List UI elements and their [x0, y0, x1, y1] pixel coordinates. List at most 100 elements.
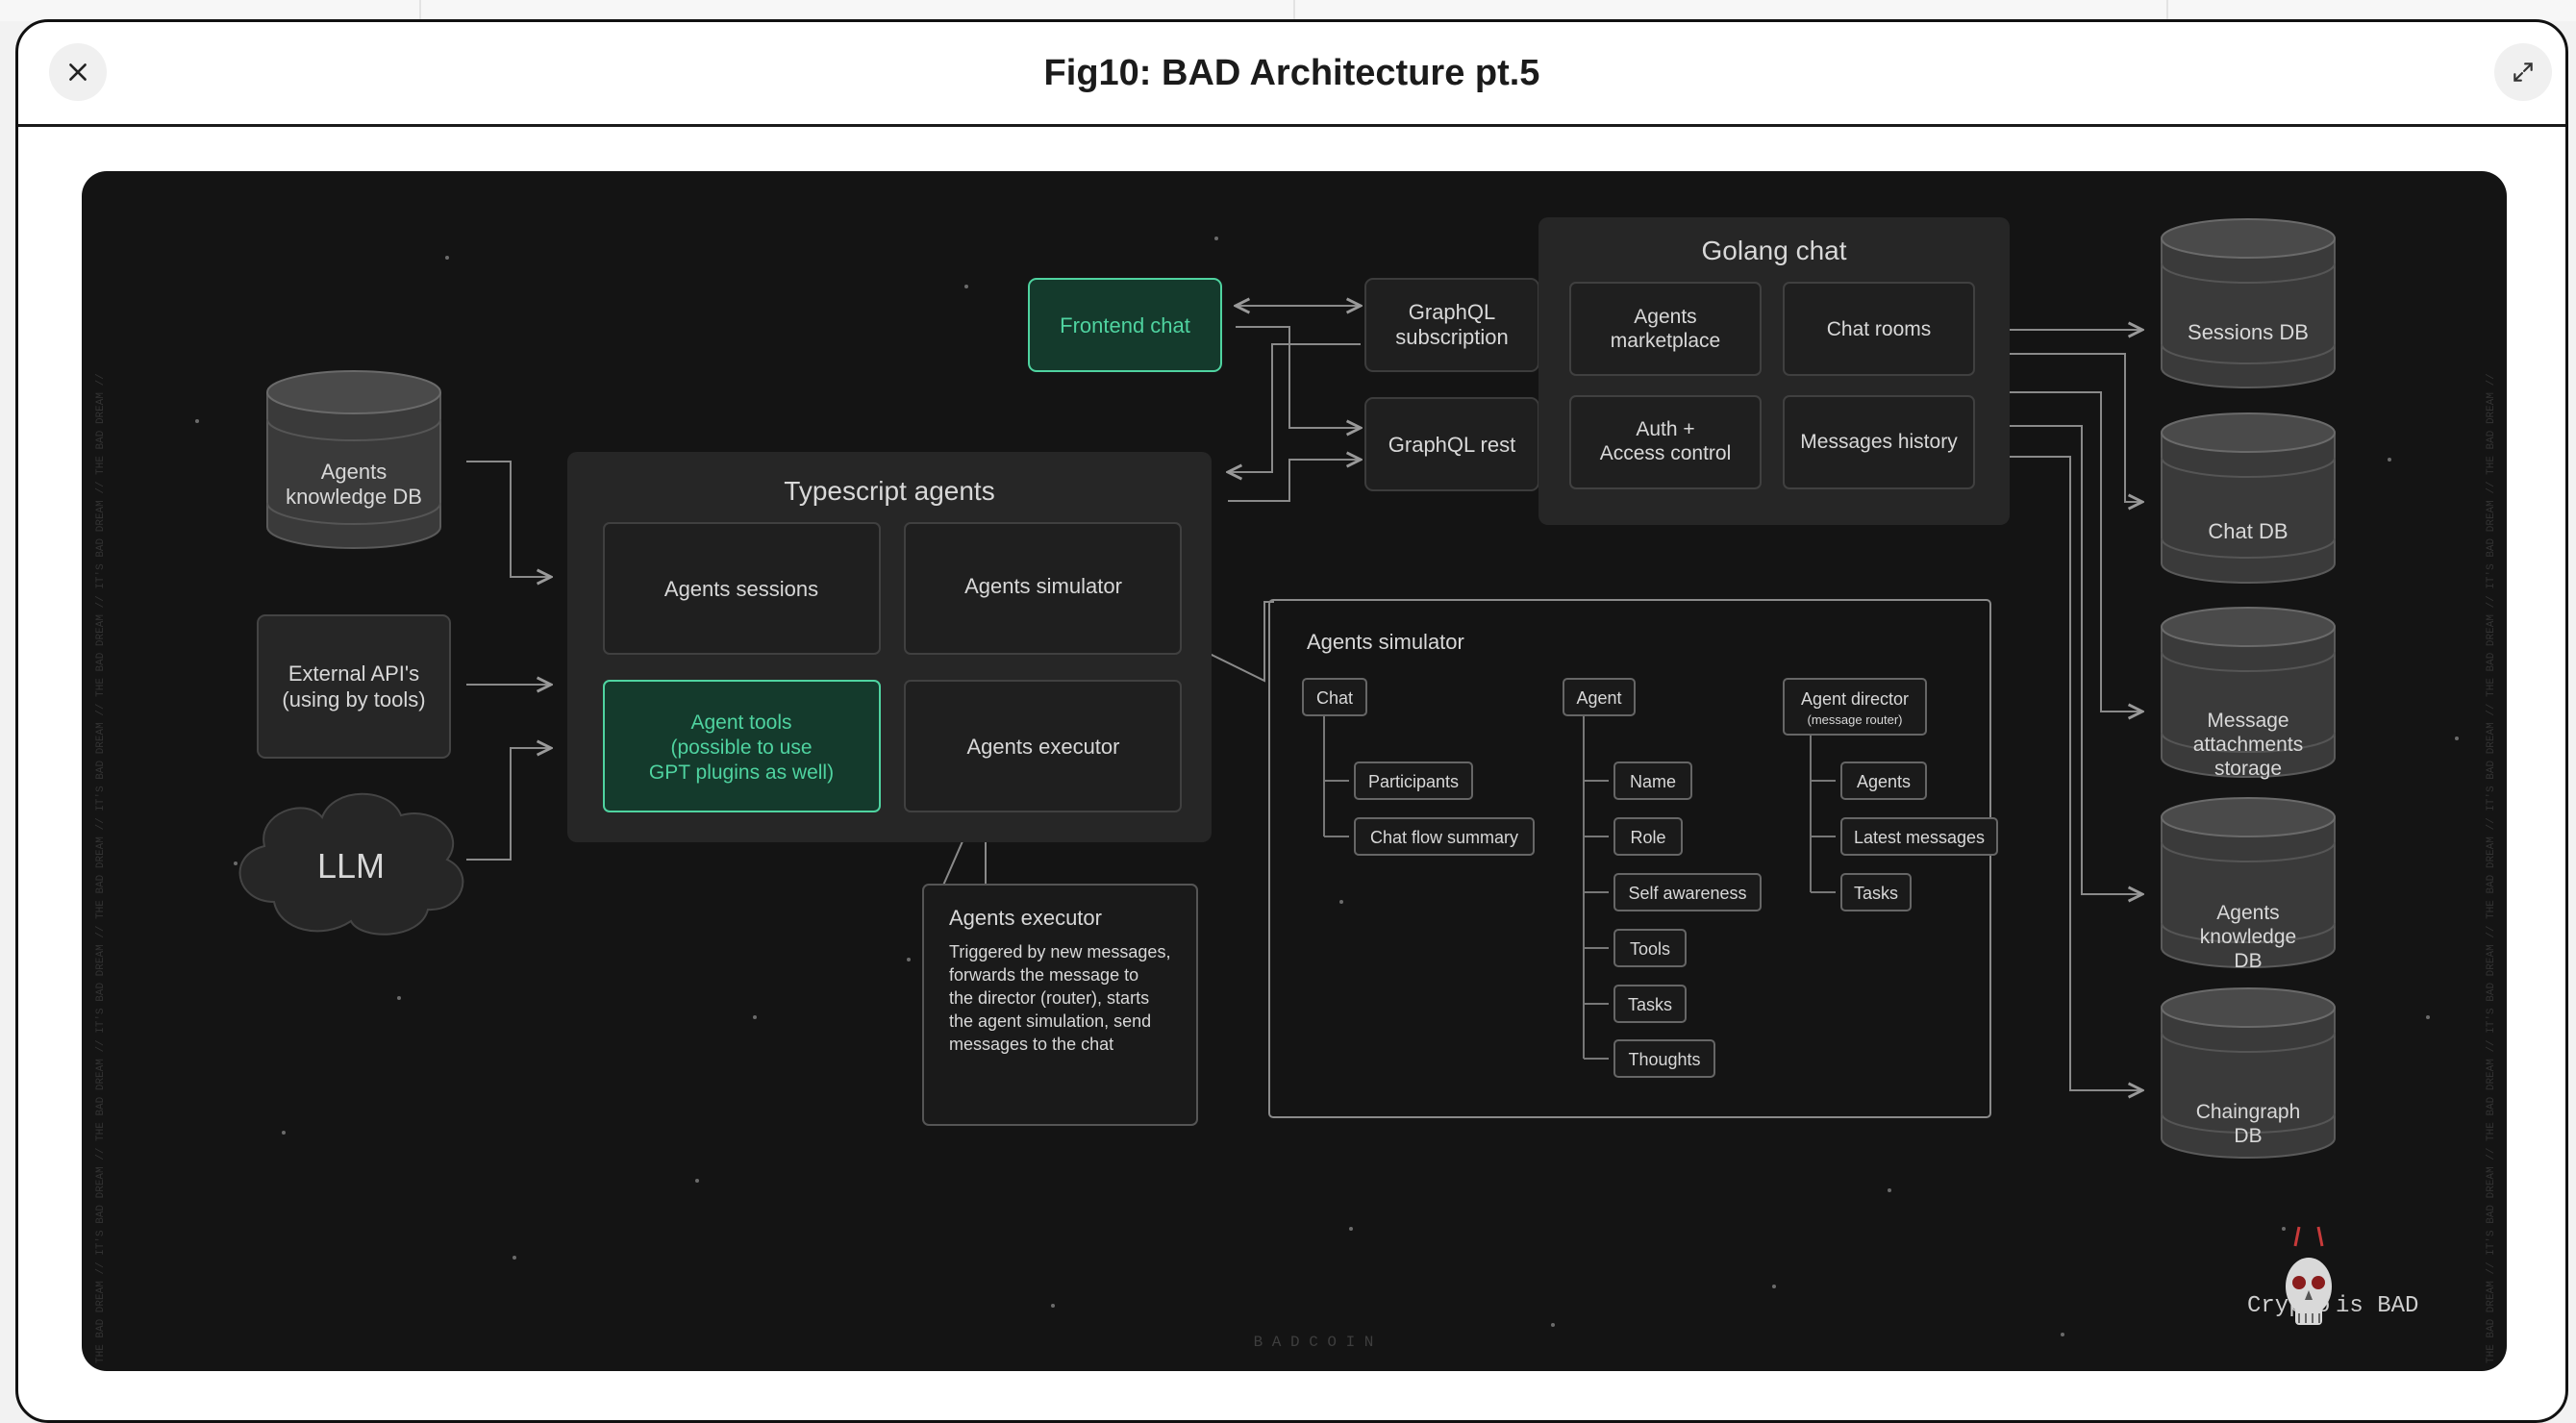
auth-box — [1569, 395, 1762, 489]
graphql-subscription-box: GraphQL subscription — [1364, 278, 1539, 372]
star-field — [195, 237, 2459, 1336]
crypto-is-bad-logo: Crypto is BAD — [2247, 1226, 2418, 1325]
agents-sessions-label: Agents sessions — [664, 577, 818, 601]
auth-sublabel: Access control — [1600, 442, 1732, 464]
external-apis-label: External API's — [288, 662, 419, 686]
db-label-line: knowledge DB — [286, 485, 422, 509]
chaingraph-db: Chaingraph DB — [2161, 987, 2336, 1159]
agent-item-label: Thoughts — [1628, 1050, 1700, 1069]
db-label-line: DB — [2234, 950, 2262, 972]
chat-rooms-box — [1783, 282, 1975, 376]
sessions-db: Sessions DB — [2161, 218, 2336, 388]
director-item-label: Tasks — [1854, 884, 1898, 903]
director-node — [1783, 678, 1927, 736]
chat-db: Chat DB — [2161, 412, 2336, 584]
executor-note-line: Triggered by new messages, — [949, 942, 1170, 961]
agent-item — [1613, 1039, 1715, 1078]
graphql-subscription-label: GraphQL — [1409, 300, 1496, 324]
chat-node — [1302, 678, 1367, 716]
graphql-subscription-sublabel: subscription — [1395, 325, 1508, 349]
is-bad-label: is BAD — [2336, 1293, 2418, 1319]
background-divider — [1293, 0, 1295, 21]
golang-chat-panel: Golang chat Agents marketplace Chat room… — [1538, 217, 2010, 525]
db-label-line: Agents — [2216, 902, 2279, 924]
db-label-line: knowledge — [2200, 926, 2296, 948]
agent-node — [1563, 678, 1636, 716]
director-node-sublabel: (message router) — [1808, 712, 1903, 727]
external-apis-sublabel: (using by tools) — [282, 687, 425, 712]
close-icon — [69, 63, 87, 81]
db-label-line: Agents — [321, 460, 388, 484]
db-label-line: Chat DB — [2208, 519, 2288, 543]
typescript-agents-title: Typescript agents — [784, 476, 994, 506]
director-item — [1840, 817, 1998, 856]
director-node-label: Agent director — [1801, 689, 1909, 709]
chat-item — [1354, 761, 1473, 800]
graphql-rest-label: GraphQL rest — [1388, 433, 1515, 457]
agent-tools-label: Agent tools — [690, 712, 791, 734]
modal-title: Fig10: BAD Architecture pt.5 — [1043, 53, 1540, 93]
agents-simulator-box — [904, 522, 1182, 655]
auth-label: Auth + — [1636, 418, 1694, 440]
db-label-line: Chaingraph — [2196, 1101, 2301, 1123]
side-watermark-left: THE BAD DREAM // IT'S BAD DREAM // THE B… — [95, 373, 107, 1363]
db-label-line: Message — [2207, 710, 2288, 732]
director-item — [1840, 761, 1927, 800]
db-label-line: Sessions DB — [2188, 320, 2309, 344]
executor-note-line: forwards the message to — [949, 965, 1138, 985]
agents-knowledge-db-left: Agents knowledge DB — [266, 370, 441, 549]
simulator-title: Agents simulator — [1307, 630, 1464, 654]
figure-modal: Fig10: BAD Architecture pt.5 — [15, 19, 2568, 1423]
executor-note: Agents executor Triggered by new message… — [922, 884, 1198, 1126]
agents-knowledge-db-right: Agents knowledge DB — [2161, 797, 2336, 972]
chat-item — [1354, 817, 1535, 856]
db-label-line: DB — [2234, 1125, 2262, 1147]
executor-note-title: Agents executor — [949, 906, 1102, 930]
agents-marketplace-sublabel: marketplace — [1611, 330, 1720, 352]
director-item — [1840, 873, 1912, 911]
agents-marketplace-label: Agents — [1634, 306, 1696, 328]
frontend-chat-label: Frontend chat — [1060, 313, 1190, 337]
agent-item-label: Tasks — [1628, 995, 1672, 1014]
side-watermark-right: THE BAD DREAM // IT'S BAD DREAM // THE B… — [2486, 373, 2497, 1363]
agent-node-label: Agent — [1576, 688, 1621, 708]
chat-item-label: Chat flow summary — [1370, 828, 1518, 847]
external-apis-box: External API's (using by tools) — [257, 614, 451, 759]
agent-tools-box — [603, 680, 881, 812]
background-page-strip — [0, 0, 2576, 21]
background-divider — [419, 0, 421, 21]
simulator-tree-lines — [1323, 712, 1836, 1060]
agents-simulator-label: Agents simulator — [964, 574, 1122, 598]
agents-marketplace-box — [1569, 282, 1762, 376]
llm-label: LLM — [317, 846, 385, 886]
chat-rooms-label: Chat rooms — [1827, 318, 1932, 340]
llm-cloud: LLM — [238, 792, 464, 936]
agent-item-label: Role — [1630, 828, 1665, 847]
agent-item-label: Tools — [1630, 939, 1670, 959]
chat-node-label: Chat — [1316, 688, 1353, 708]
agent-item — [1613, 929, 1687, 967]
messages-history-box — [1783, 395, 1975, 489]
architecture-diagram: THE BAD DREAM // IT'S BAD DREAM // THE B… — [82, 171, 2507, 1371]
executor-note-line: the director (router), starts — [949, 988, 1149, 1008]
agent-item-label: Self awareness — [1628, 884, 1746, 903]
director-item-label: Agents — [1857, 772, 1911, 791]
executor-note-line: messages to the chat — [949, 1035, 1113, 1054]
agents-executor-box — [904, 680, 1182, 812]
db-label-line: attachments — [2193, 734, 2303, 756]
director-item-label: Latest messages — [1854, 828, 1985, 847]
typescript-agents-panel: Typescript agents Agents sessions Agents… — [567, 452, 1212, 842]
agent-item — [1613, 873, 1762, 911]
agents-executor-label: Agents executor — [967, 735, 1120, 759]
db-label-line: storage — [2214, 758, 2282, 780]
agents-simulator-detail: Agents simulator Chat Participants Chat … — [1268, 599, 1998, 1118]
golang-chat-title: Golang chat — [1702, 236, 1847, 265]
close-button[interactable] — [49, 43, 107, 101]
messages-history-label: Messages history — [1800, 431, 1958, 453]
expand-button[interactable] — [2494, 43, 2552, 101]
expand-icon — [2513, 62, 2533, 82]
agent-tools-sublabel: (possible to use — [670, 736, 812, 759]
agent-tools-sublabel: GPT plugins as well) — [649, 761, 834, 784]
agent-item — [1613, 985, 1687, 1023]
graphql-rest-box: GraphQL rest — [1364, 397, 1539, 491]
